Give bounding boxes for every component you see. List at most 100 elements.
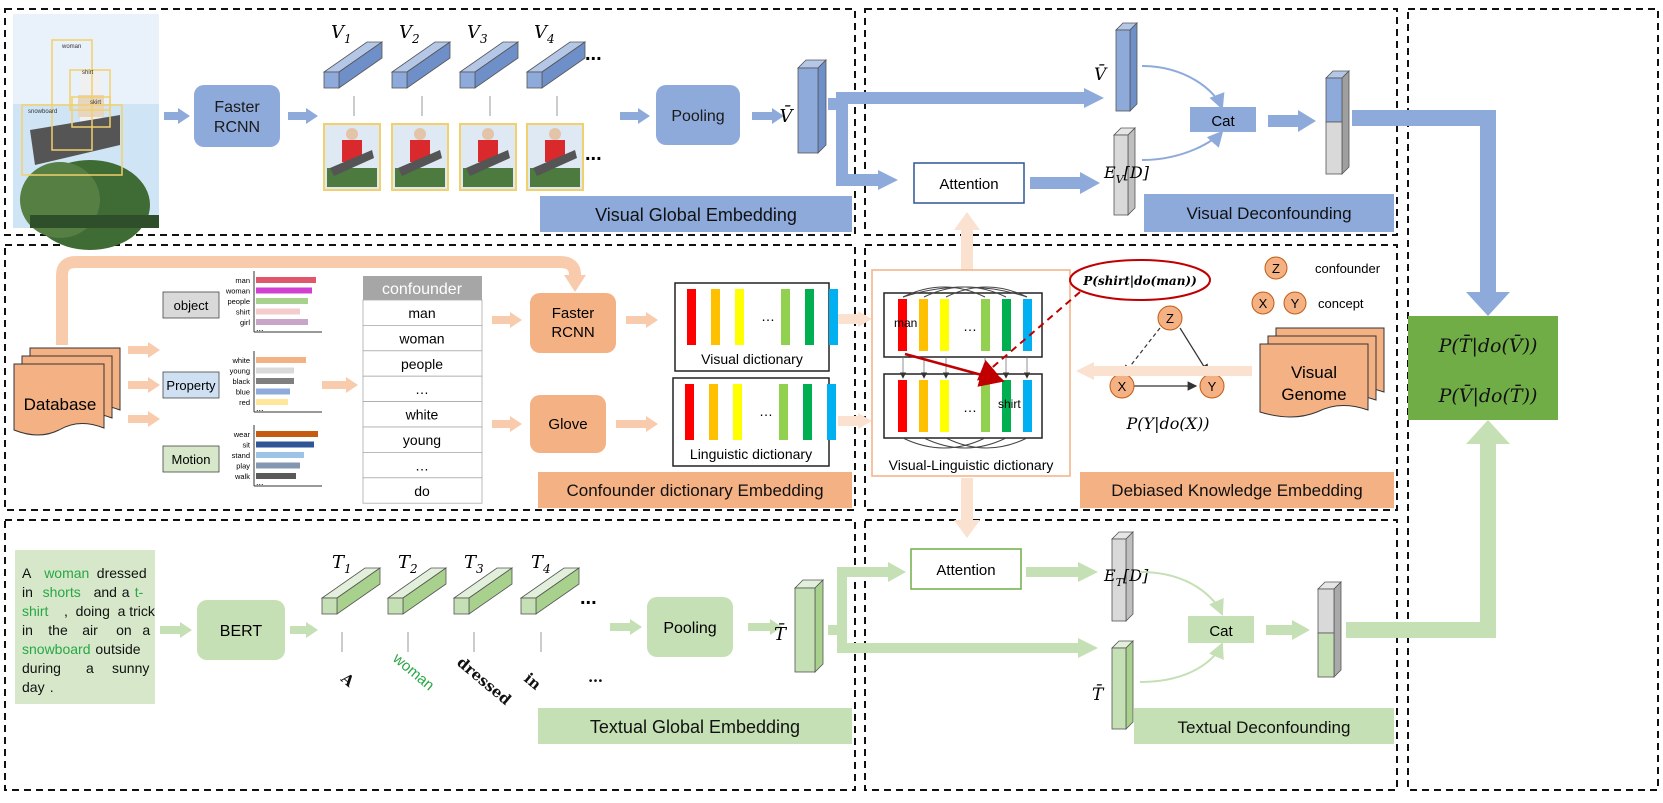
tbar-label: T̄ [774,622,788,645]
pooling-box [656,85,740,145]
section-label-bg [540,196,852,232]
dict-ellipsis: … [759,403,773,419]
output-bg [1408,316,1558,420]
legend-z: Z [1272,261,1280,276]
tbar-vector [794,579,824,673]
sentence-word: day [22,679,45,695]
category-object: objectmanwomanpeopleshirtgirl... [162,271,322,333]
sentence-word: doing [76,603,110,619]
text-cat-vector [1317,581,1342,678]
sentence-word: and [94,584,117,600]
text-feature-label: T2 [398,552,418,576]
dict-ellipsis: … [963,318,977,334]
table-cell: … [415,457,429,473]
database-icon [13,347,121,436]
sentence-word: during [22,660,61,676]
glove-label: Glove [548,416,587,433]
table-row [362,477,483,504]
dict-ellipsis: … [963,399,977,415]
category-word: walk [234,472,250,481]
text-feature-label: T4 [531,552,551,576]
connector [961,230,973,270]
text-feature-label: T3 [464,552,484,576]
dict-label: Linguistic dictionary [690,446,812,462]
genome-label-2: Genome [1281,385,1346,404]
category-word: stand [232,451,250,460]
visual-feature-label: V2 [399,22,420,46]
ellipsis: ... [256,403,264,413]
sentence-word: A [22,565,32,581]
table-cell: do [414,483,430,499]
category-word: sit [243,441,251,450]
category-word: shirt [236,308,251,317]
confounder-dictionary-embedding: Database objectmanwomanpeopleshirtgirl..… [13,256,852,508]
category-label: object [174,298,209,313]
et-dictionary-vector [1111,531,1134,622]
output-line-2: P(V̄|do(T̄)) [1438,384,1538,407]
category-word: white [231,356,250,365]
table-row [362,451,483,479]
sentence-word: a [86,660,94,676]
debiased-knowledge-embedding: man……shirt Visual-Linguistic dictionary … [838,212,1394,538]
frame-confounder [4,244,856,511]
text-token: … [588,668,603,686]
region-thumbnail [391,123,449,191]
faster-rcnn-conf-label-1: Faster [552,305,595,322]
vl-dictionary-label: Visual-Linguistic dictionary [889,457,1054,473]
vl-token-label: man [894,316,917,330]
sentence-word: a [118,603,126,619]
node-y: Y [1208,379,1217,394]
cat-box-text [1188,616,1254,643]
connector [961,478,973,524]
causal-formula: P(Y|do(X)) [1126,414,1210,433]
sentence-word: shorts [43,584,81,600]
text-feature-bars: T1 T2 T3 T4 [320,552,581,652]
category-word: girl [240,318,250,327]
output-box: P(T̄|do(V̄)) P(V̄|do(T̄)) [1408,316,1558,420]
sentence-word: a [142,622,150,638]
sentence-word: . [50,679,54,695]
thumb-ellipsis: ... [585,143,602,165]
sentence-word: air [82,622,98,638]
visual-feature-bar [390,41,452,89]
vbar-label: V̄ [780,104,795,127]
vbar-label-deconf: V̄ [1094,63,1108,85]
region-thumbnail [459,123,517,191]
sentence-word: , [64,603,68,619]
ellipsis: ... [256,323,264,333]
section-label-textual-deconf: Textual Deconfounding [1178,718,1351,737]
node-x: X [1118,379,1127,394]
section-label-bg [1144,194,1394,232]
text-feature-label: T1 [332,552,352,576]
category-label: Property [166,378,216,393]
dict-ellipsis: … [761,308,775,324]
frame-visual-global [4,8,856,236]
sentence-word: the [48,622,68,638]
faster-rcnn-label-2: RCNN [214,119,260,136]
section-label-bg [1080,472,1394,508]
visual-region-thumbnails [323,123,584,191]
attention-label-visual: Attention [939,176,998,193]
tbar-label-deconf: T̄ [1092,683,1105,705]
table-cell: young [403,432,441,448]
ev-label: EV[D] [1103,163,1150,186]
dict-label: Visual dictionary [701,351,803,367]
category-motion: Motionwearsitstandplaywalk... [162,425,322,487]
database-label: Database [24,395,97,414]
table-row [362,426,483,453]
visual-global-embedding: woman shirt skirt snowboard Faster RCNN … [13,14,852,250]
section-label-visual-global: Visual Global Embedding [595,205,797,225]
vbar-vector-deconf [1115,22,1138,112]
sentence-word: shirt [22,603,49,619]
legend-confounder: confounder [1315,261,1381,276]
pooling-box-text [647,597,733,657]
text-token: dressed [453,653,515,709]
cat-label-text: Cat [1209,623,1233,640]
sentence-word: dressed [97,565,147,581]
section-label-bg [538,472,852,508]
feature-ellipsis: ... [585,43,602,65]
table-cell: people [401,356,443,372]
